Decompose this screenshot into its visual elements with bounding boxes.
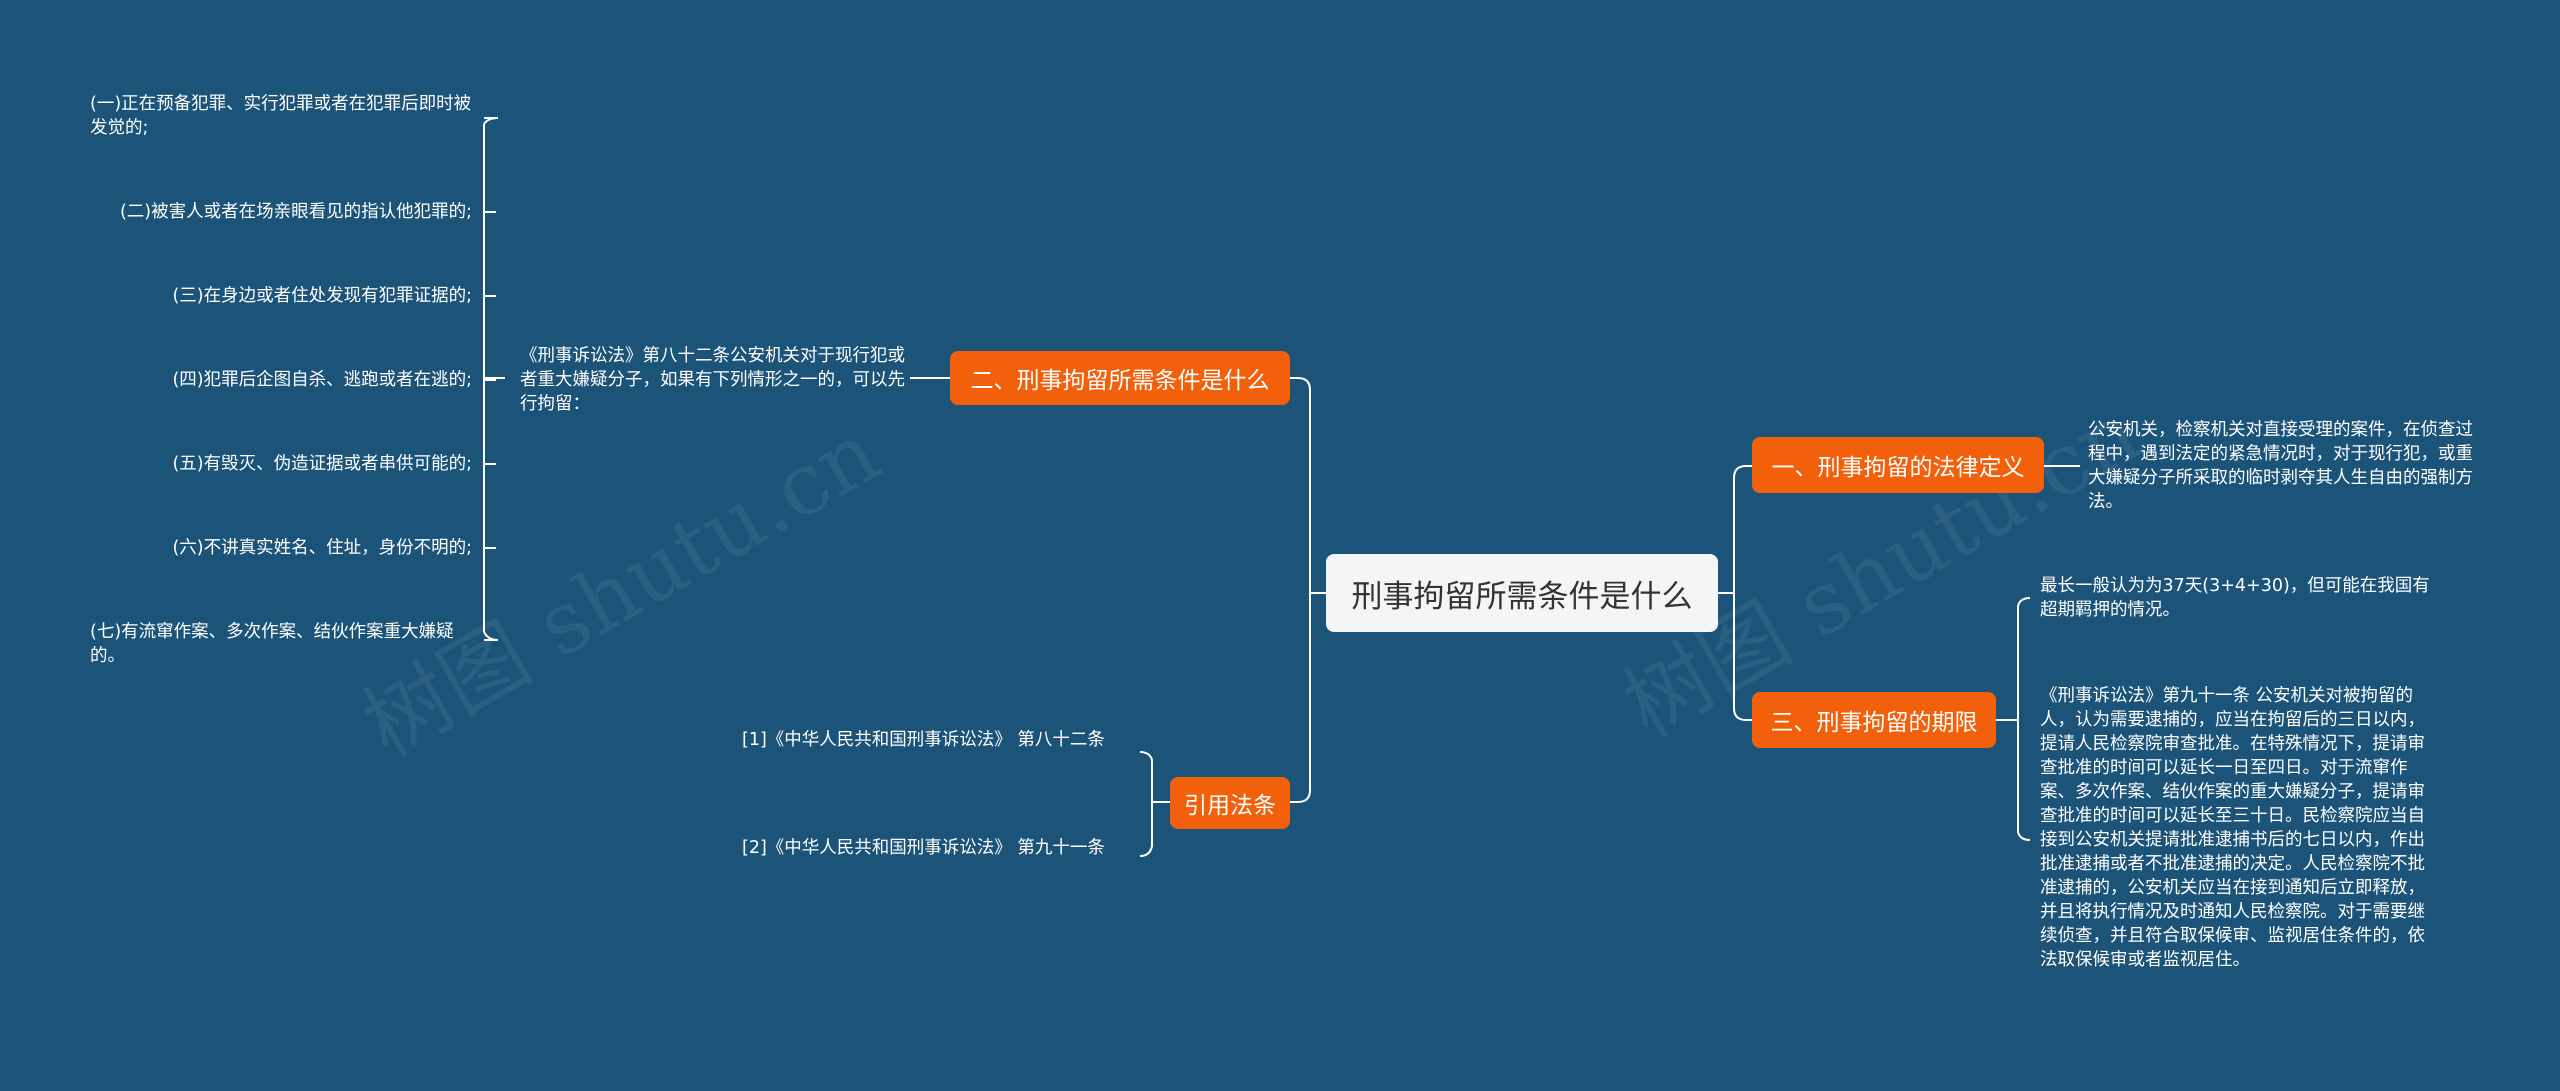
brace-period <box>1996 597 2031 841</box>
topic-legal-basis[interactable]: 引用法条 <box>1170 777 1290 829</box>
brace-legal <box>1139 751 1170 857</box>
link-root-period <box>1733 593 1752 721</box>
condition-item: (一)正在预备犯罪、实行犯罪或者在犯罪后即时被发觉的; <box>90 94 472 138</box>
period-short: 最长一般认为为37天(3+4+30)，但可能在我国有超期羁押的情况。 <box>2040 576 2430 620</box>
topic-period[interactable]: 三、刑事拘留的期限 <box>1752 692 1996 748</box>
condition-item: (七)有流窜作案、多次作案、结伙作案重大嫌疑的。 <box>90 622 454 666</box>
link-root-legal <box>1290 593 1311 803</box>
topic-conditions[interactable]: 二、刑事拘留所需条件是什么 <box>950 351 1290 405</box>
condition-item: (二)被害人或者在场亲眼看见的指认他犯罪的; <box>119 202 472 222</box>
legal-basis-item: [1]《中华人民共和国刑事诉讼法》 第八十二条 <box>742 730 1105 750</box>
condition-item: (三)在身边或者住处发现有犯罪证据的; <box>172 286 472 306</box>
conditions-summary: 《刑事诉讼法》第八十二条公安机关对于现行犯或者重大嫌疑分子，如果有下列情形之一的… <box>520 346 905 414</box>
period-detail: 《刑事诉讼法》第九十一条 公安机关对被拘留的人，认为需要逮捕的，应当在拘留后的三… <box>2040 686 2425 970</box>
brace-conditions <box>483 117 505 641</box>
root-topic[interactable]: 刑事拘留所需条件是什么 <box>1326 554 1718 632</box>
definition-text: 公安机关，检察机关对直接受理的案件，在侦查过程中，遇到法定的紧急情况时，对于现行… <box>2088 420 2473 512</box>
topic-definition[interactable]: 一、刑事拘留的法律定义 <box>1752 437 2044 493</box>
link-root-definition <box>1718 465 1752 594</box>
condition-item: (五)有毁灭、伪造证据或者串供可能的; <box>172 454 472 474</box>
condition-item: (六)不讲真实姓名、住址，身份不明的; <box>172 538 472 558</box>
condition-item: (四)犯罪后企图自杀、逃跑或者在逃的; <box>172 370 472 390</box>
link-root-conditions <box>1290 377 1326 594</box>
legal-basis-item: [2]《中华人民共和国刑事诉讼法》 第九十一条 <box>742 838 1105 858</box>
